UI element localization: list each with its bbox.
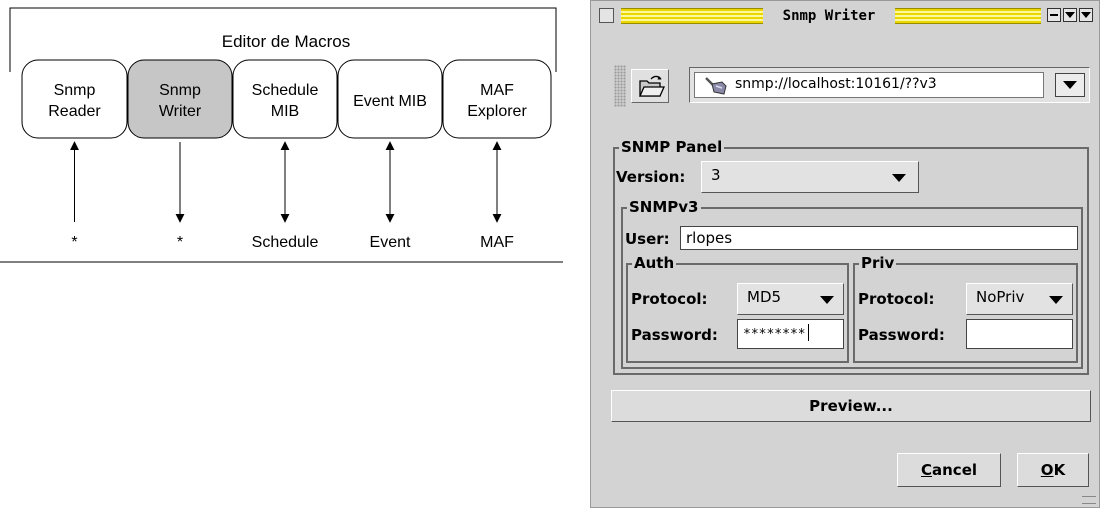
snmp-panel: SNMP Panel <box>613 138 1089 375</box>
open-button[interactable] <box>631 69 669 103</box>
module-box-event-mib <box>337 59 443 139</box>
agent-connector-icon <box>705 77 727 95</box>
target-label-schedule-mib: Schedule <box>252 234 319 251</box>
window-title: Snmp Writer <box>782 8 876 24</box>
agent-url-text: snmp://localhost:10161/??v3 <box>735 76 937 92</box>
auth-password-value: ******** <box>743 327 806 342</box>
module-box-snmp-reader <box>21 59 128 139</box>
snmp-panel-legend: SNMP Panel <box>619 138 725 156</box>
text-caret <box>807 324 809 341</box>
auth-protocol-value: MD5 <box>747 288 782 306</box>
module-sublabel-schedule-mib: MIB <box>271 103 299 120</box>
user-value: rlopes <box>686 229 733 247</box>
chevron-down-icon <box>1063 81 1077 89</box>
ok-label: K <box>1053 461 1066 479</box>
module-label-snmp-reader: Snmp <box>54 82 96 99</box>
agent-url-field[interactable]: snmp://localhost:10161/??v3 <box>694 72 1044 98</box>
auth-panel: Auth <box>626 254 849 363</box>
title-bar[interactable]: Snmp Writer <box>591 1 1099 31</box>
window-menu-icon[interactable] <box>599 8 614 23</box>
macro-editor-diagram: Editor de Macros SnmpReaderSnmpWriterSch… <box>0 7 563 263</box>
module-label-snmp-writer: Snmp <box>159 82 201 99</box>
maximize-icon[interactable] <box>1079 8 1093 22</box>
ok-button[interactable]: OK <box>1017 453 1089 487</box>
title-stripe-left <box>621 8 763 24</box>
cancel-mnemonic: C <box>920 461 932 479</box>
url-dropdown-button[interactable] <box>1055 73 1085 97</box>
target-label-snmp-reader: * <box>71 234 77 251</box>
cancel-label: ancel <box>932 461 978 479</box>
user-label: User: <box>625 230 670 248</box>
agent-url-combo[interactable]: snmp://localhost:10161/??v3 <box>689 67 1090 103</box>
snmp-writer-dialog: Snmp Writer snmp://localhost:10161/? <box>590 0 1100 508</box>
editor-container <box>9 7 557 72</box>
priv-password-label: Password: <box>858 326 945 344</box>
version-label: Version: <box>616 168 686 186</box>
title-stripe-right <box>895 8 1041 24</box>
cancel-button[interactable]: Cancel <box>897 453 1001 487</box>
module-box-schedule-mib <box>232 59 338 139</box>
user-field[interactable]: rlopes <box>680 226 1078 250</box>
auth-password-label: Password: <box>631 326 718 344</box>
module-label-event-mib: Event MIB <box>353 93 427 110</box>
module-box-snmp-writer <box>127 59 233 139</box>
resize-grip-icon[interactable] <box>1082 496 1096 504</box>
auth-protocol-label: Protocol: <box>631 290 708 308</box>
module-targets: * * Schedule Event MAF <box>71 234 514 251</box>
priv-protocol-select[interactable]: NoPriv <box>966 283 1073 315</box>
priv-password-field[interactable] <box>966 319 1073 349</box>
priv-protocol-label: Protocol: <box>858 290 935 308</box>
module-arrows <box>70 141 502 223</box>
auth-protocol-select[interactable]: MD5 <box>737 283 844 315</box>
module-sublabel-snmp-writer: Writer <box>159 103 202 120</box>
auth-legend: Auth <box>632 254 677 272</box>
snmpv3-panel: SNMPv3 <box>621 198 1083 369</box>
module-sublabel-snmp-reader: Reader <box>48 103 101 120</box>
priv-panel: Priv <box>853 254 1078 363</box>
version-select[interactable]: 3 <box>701 161 919 193</box>
toolbar-grip[interactable] <box>614 65 626 107</box>
chevron-down-icon <box>1049 296 1063 304</box>
chevron-down-icon <box>820 296 834 304</box>
target-label-snmp-writer: * <box>177 234 183 251</box>
module-label-schedule-mib: Schedule <box>252 82 319 99</box>
chevron-down-icon <box>892 174 906 182</box>
priv-legend: Priv <box>859 254 897 272</box>
shade-icon[interactable] <box>1063 8 1077 22</box>
folder-open-icon <box>638 75 666 97</box>
preview-button[interactable]: Preview... <box>611 390 1091 422</box>
target-label-maf-explorer: MAF <box>480 234 514 251</box>
module-label-maf-explorer: MAF <box>480 82 514 99</box>
module-sublabel-maf-explorer: Explorer <box>467 103 527 120</box>
version-value: 3 <box>711 166 721 184</box>
auth-password-field[interactable]: ******** <box>737 319 844 349</box>
target-label-event-mib: Event <box>370 234 411 251</box>
preview-label: Preview... <box>809 397 893 415</box>
ok-mnemonic: O <box>1040 461 1054 479</box>
priv-protocol-value: NoPriv <box>976 288 1025 306</box>
module-box-maf-explorer <box>442 59 552 139</box>
minimize-icon[interactable] <box>1047 8 1061 22</box>
snmpv3-legend: SNMPv3 <box>627 198 701 216</box>
editor-title: Editor de Macros <box>222 32 351 51</box>
